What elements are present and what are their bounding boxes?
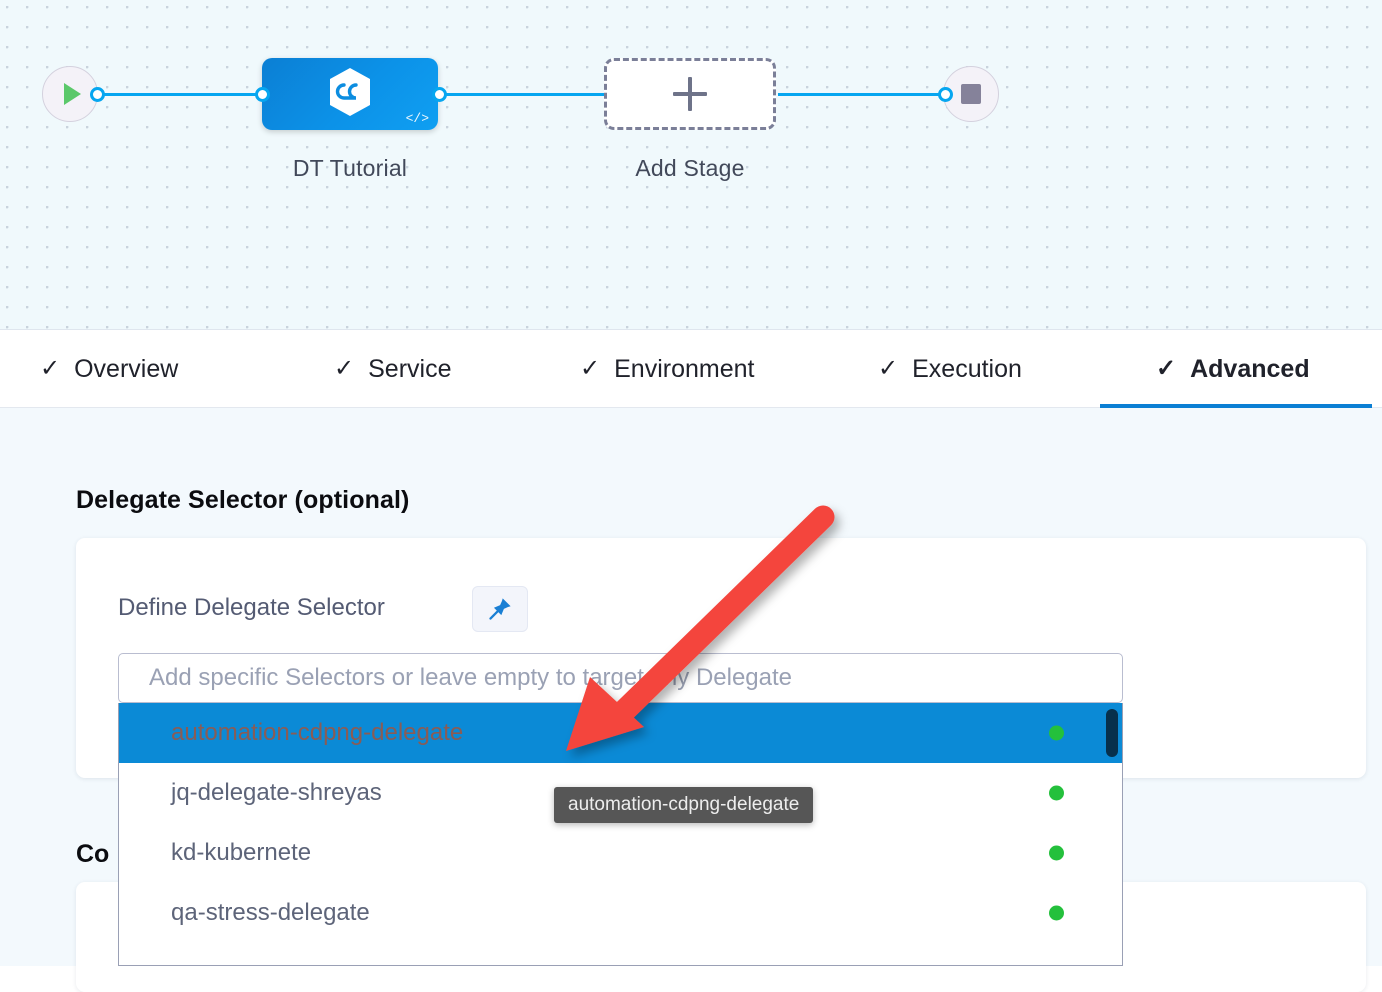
- start-node[interactable]: [42, 66, 98, 122]
- check-icon: ✓: [878, 355, 899, 382]
- define-delegate-selector-label: Define Delegate Selector: [118, 594, 385, 621]
- status-dot-icon: [1049, 905, 1064, 921]
- conditional-section-title: Co: [76, 840, 110, 868]
- option-label: kd-kubernete: [171, 839, 312, 866]
- tab-service[interactable]: ✓ Service: [330, 330, 455, 408]
- add-stage-label: Add Stage: [635, 155, 745, 181]
- tab-advanced[interactable]: ✓ Advanced: [1100, 330, 1372, 408]
- check-icon: ✓: [334, 355, 355, 382]
- tab-execution[interactable]: ✓ Execution: [874, 330, 1026, 408]
- end-node-port[interactable]: [938, 87, 953, 102]
- pipeline-edge-add-to-end: [778, 93, 950, 96]
- pipeline-edge-stage-to-add: [438, 93, 610, 96]
- tab-overview[interactable]: ✓ Overview: [36, 330, 182, 408]
- tab-label: Environment: [614, 354, 755, 383]
- dropdown-option-automation-cdpng-delegate[interactable]: automation-cdpng-delegate: [119, 703, 1122, 763]
- status-dot-icon: [1049, 785, 1064, 801]
- plus-icon: [673, 77, 707, 111]
- pushpin-icon: [489, 598, 511, 620]
- play-icon: [64, 83, 81, 105]
- option-label: automation-cdpng-delegate: [171, 719, 464, 746]
- option-label: qa-stress-delegate: [171, 899, 370, 926]
- status-dot-icon: [1049, 725, 1064, 741]
- harness-hexagon-icon: [330, 68, 370, 116]
- dropdown-option-qa-stress-delegate[interactable]: qa-stress-delegate: [119, 883, 1122, 943]
- status-dot-icon: [1049, 845, 1064, 861]
- stage-node-label: DT Tutorial: [292, 155, 408, 181]
- dropdown-scrollbar[interactable]: [1106, 709, 1118, 757]
- check-icon: ✓: [40, 355, 61, 382]
- pipeline-canvas[interactable]: </> DT Tutorial Add Stage: [0, 0, 1382, 330]
- pipeline-edge-start-to-stage: [98, 93, 266, 96]
- tab-label: Advanced: [1190, 354, 1310, 383]
- stage-output-port[interactable]: [432, 87, 447, 102]
- page-title: Delegate Selector (optional): [76, 486, 410, 514]
- check-icon: ✓: [1156, 355, 1177, 382]
- start-node-port[interactable]: [90, 87, 105, 102]
- pushpin-button[interactable]: [472, 586, 528, 632]
- delegate-selector-input[interactable]: Add specific Selectors or leave empty to…: [118, 653, 1123, 703]
- advanced-tab-panel: Delegate Selector (optional) Co Define D…: [0, 408, 1382, 992]
- dropdown-option-jq-delegate-shreyas[interactable]: jq-delegate-shreyas: [119, 763, 1122, 823]
- tab-label: Overview: [74, 354, 179, 383]
- add-stage-button[interactable]: [604, 58, 776, 130]
- stage-config-tabs: ✓ Overview ✓ Service ✓ Environment ✓ Exe…: [0, 330, 1382, 408]
- option-label: jq-delegate-shreyas: [171, 779, 382, 806]
- code-badge-icon: </>: [405, 111, 429, 126]
- dropdown-option-kd-kubernete[interactable]: kd-kubernete: [119, 823, 1122, 883]
- stage-node-dt-tutorial[interactable]: </>: [262, 58, 438, 130]
- check-icon: ✓: [580, 355, 601, 382]
- tab-label: Execution: [912, 354, 1022, 383]
- stop-icon: [961, 84, 981, 104]
- delegate-selector-dropdown[interactable]: automation-cdpng-delegate jq-delegate-sh…: [118, 703, 1123, 966]
- tab-environment[interactable]: ✓ Environment: [576, 330, 758, 408]
- delegate-tooltip: automation-cdpng-delegate: [554, 787, 814, 823]
- tab-label: Service: [368, 354, 452, 383]
- stage-input-port[interactable]: [255, 87, 270, 102]
